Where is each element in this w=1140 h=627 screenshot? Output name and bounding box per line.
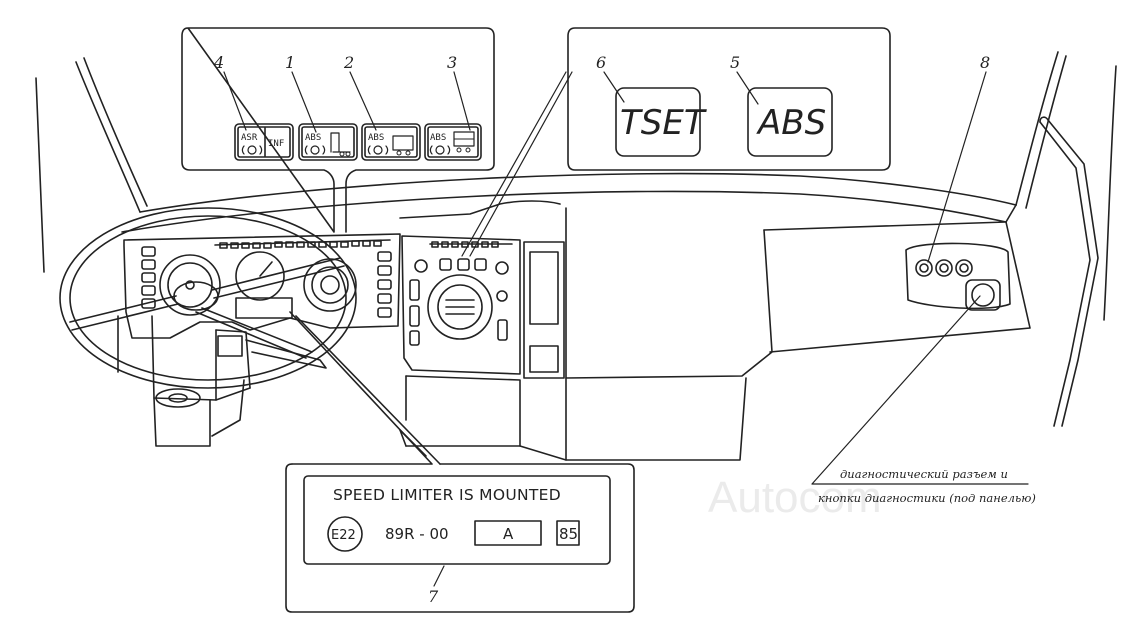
diagnostic-note-line1: диагностический разъем и: [840, 467, 1008, 481]
plate-category: A: [503, 525, 514, 543]
plate-regulation: 89R - 00: [385, 525, 449, 543]
lamp-callout-box: ASR INF ABS ABS ABS: [181, 27, 495, 233]
e-mark-circle: [327, 516, 363, 552]
abs-1-label: ABS: [305, 133, 321, 143]
watermark: Autocom: [708, 473, 882, 522]
plate-year-box: [556, 520, 580, 546]
right-switch-column: [377, 251, 392, 318]
display-window: [235, 297, 293, 319]
abs-2-label: ABS: [368, 133, 384, 143]
indicator-row: [219, 240, 382, 249]
steering-wheel: [59, 207, 357, 389]
tset-label: TSET: [620, 103, 707, 143]
climate-knob: [427, 274, 493, 340]
tachometer-gauge: [159, 254, 221, 316]
asr-inf-lamp: ASR INF: [234, 123, 294, 161]
callout-1: 1: [285, 53, 295, 72]
diagnostic-note-line2: кнопки диагностики (под панелью): [818, 491, 1036, 505]
asr-label: ASR: [241, 133, 258, 143]
diagnostic-note: диагностический разъем и кнопки диагност…: [811, 295, 1036, 505]
instrument-cluster: [123, 233, 401, 339]
plate-category-box: [474, 520, 542, 546]
diagnostic-panel: [905, 242, 1011, 311]
plate-frame: [303, 475, 611, 565]
center-indicator-row: [431, 241, 499, 248]
abs-lamp-3: ABS: [424, 123, 482, 161]
abs-lamp-2: ABS: [361, 123, 421, 161]
warning-callout-box: TSET ABS 6 5: [461, 27, 891, 257]
tset-lamp: TSET: [615, 87, 707, 157]
dashboard-body: [121, 172, 1031, 461]
callout-8: 8: [980, 53, 990, 72]
abs-lamp-1: ABS: [298, 123, 358, 161]
plate-title: SPEED LIMITER IS MOUNTED: [333, 486, 561, 504]
steering-column: [117, 315, 327, 447]
plate-approval-mark: E22: [331, 528, 356, 543]
diagnostic-connector: [965, 279, 1001, 311]
diagnostic-buttons: [915, 259, 973, 277]
speed-limiter-plate-callout: SPEED LIMITER IS MOUNTED E22 89R - 00 A …: [285, 311, 635, 613]
callout-5: 5: [730, 53, 740, 72]
callout-6: 6: [596, 53, 606, 72]
inf-label: INF: [268, 139, 284, 149]
cab-frame: [35, 51, 1117, 427]
abs-warning-lamp: ABS: [747, 87, 833, 157]
radio-slot: [523, 241, 565, 379]
left-switch-column: [141, 246, 156, 309]
abs-3-label: ABS: [430, 133, 446, 143]
abs-warning-label: ABS: [756, 103, 826, 143]
callout-3: 3: [447, 53, 457, 72]
callout-7: 7: [428, 587, 439, 606]
callout-4: 4: [213, 53, 224, 72]
speedometer-gauge: [235, 251, 285, 301]
plate-year: 85: [559, 525, 578, 543]
center-control-panel: [401, 235, 565, 379]
pressure-gauge: [303, 258, 357, 312]
callout-2: 2: [343, 53, 354, 72]
